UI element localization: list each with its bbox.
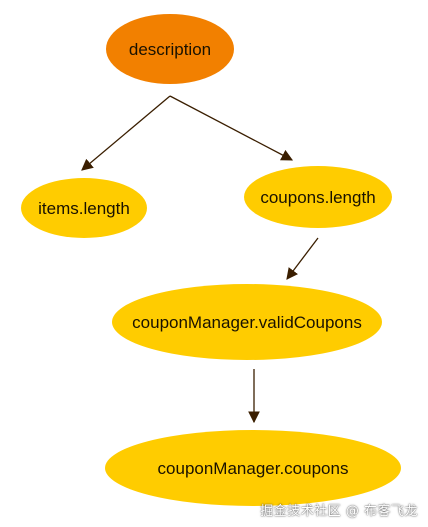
node-coupons-length-shape [244,166,392,228]
node-coupons-label: couponManager.coupons [158,459,349,478]
node-coupons-shape [105,430,401,506]
node-coupons-length-label: coupons.length [260,188,375,207]
watermark: 掘金技术社区 @ 布客飞龙 [260,504,418,519]
node-valid-coupons-label: couponManager.validCoupons [132,313,362,332]
node-items-length: items.length [21,178,147,238]
node-coupons: couponManager.coupons [105,430,401,506]
node-valid-coupons-shape [112,284,382,360]
node-description-shape [106,14,234,84]
node-description: description [106,14,234,84]
node-items-length-shape [21,178,147,238]
node-items-length-label: items.length [38,199,130,218]
edge-coupons-length-valid-coupons [286,237,319,280]
node-coupons-length: coupons.length [244,166,392,228]
node-valid-coupons: couponManager.validCoupons [112,284,382,360]
node-description-label: description [129,40,211,59]
edge-description-items-length [81,95,171,171]
edge-description-coupons-length [169,95,294,161]
